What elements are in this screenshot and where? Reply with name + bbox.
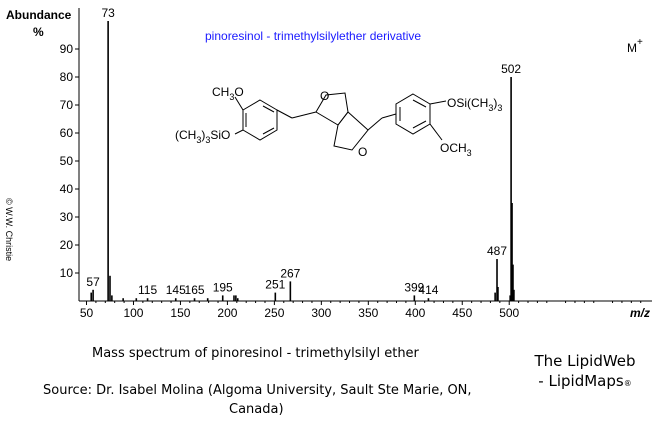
- y-tick-label: 90: [60, 42, 74, 56]
- peak-label: 57: [86, 275, 100, 289]
- x-tick-label: 200: [217, 306, 237, 320]
- peak-label: 115: [138, 283, 157, 297]
- peak-label: 145: [166, 283, 186, 297]
- peak-label: 165: [185, 283, 205, 297]
- peak-label: 267: [280, 266, 300, 280]
- peak-label: 251: [265, 278, 285, 292]
- oxygen-top: O: [320, 89, 329, 103]
- och3-bottom-label: OCH3: [440, 141, 472, 158]
- x-tick-label: 450: [452, 306, 472, 320]
- x-tick-label: 100: [123, 306, 143, 320]
- peak-label: 502: [501, 62, 521, 76]
- bicyclic-ring-top: [315, 92, 349, 126]
- x-tick-label: 250: [264, 306, 284, 320]
- chemical-labels: CH3O (CH3)3SiO O O OSi(CH3)3 OCH3: [175, 85, 502, 159]
- y-tick-label: 50: [60, 154, 74, 168]
- x-tick-label: 500: [499, 306, 519, 320]
- peak-label: 487: [487, 244, 507, 258]
- peak-label: 73: [101, 6, 115, 20]
- peak-label: 195: [213, 280, 233, 294]
- y-tick-label: 60: [60, 126, 74, 140]
- tms-right-label: OSi(CH3)3: [447, 96, 502, 113]
- x-tick-label: 400: [405, 306, 425, 320]
- peak-label: 399: [404, 280, 424, 294]
- y-tick-label: 20: [60, 238, 74, 252]
- x-tick-label: 300: [311, 306, 331, 320]
- y-tick-label: 40: [60, 182, 74, 196]
- x-tick-label: 150: [170, 306, 190, 320]
- brand-line-1: The LipidWeb: [534, 352, 636, 370]
- chemical-structure: [234, 92, 447, 151]
- tms-left-label: (CH3)3SiO: [175, 128, 230, 145]
- y-tick-label: 10: [60, 266, 74, 280]
- molecular-ion-label: M+: [627, 37, 643, 55]
- x-tick-label: 50: [80, 306, 94, 320]
- chart-title: pinoresinol - trimethylsilylether deriva…: [205, 29, 421, 43]
- brand-line-2: - LipidMaps®: [538, 372, 632, 390]
- peak-label: 414: [418, 283, 438, 297]
- source-line-1: Source: Dr. Isabel Molina (Algoma Univer…: [43, 383, 472, 398]
- caption: Mass spectrum of pinoresinol - trimethyl…: [92, 346, 419, 361]
- och3-bond-top: [234, 96, 244, 111]
- y-tick-label: 30: [60, 210, 74, 224]
- oxygen-bottom: O: [358, 145, 367, 159]
- left-benzene-ring: [242, 99, 278, 141]
- copyright-text: © W.W. Christie: [4, 198, 14, 261]
- y-axis-label: Abundance: [6, 8, 72, 22]
- bicyclic-ring-bottom: [333, 111, 369, 151]
- source-line-2: Canada): [229, 402, 284, 417]
- y-axis-unit: %: [33, 25, 44, 39]
- och3-top-label: CH3O: [212, 85, 244, 102]
- y-tick-label: 70: [60, 98, 74, 112]
- x-tick-label: 350: [358, 306, 378, 320]
- y-tick-label: 80: [60, 70, 74, 84]
- x-axis-label: m/z: [630, 306, 650, 320]
